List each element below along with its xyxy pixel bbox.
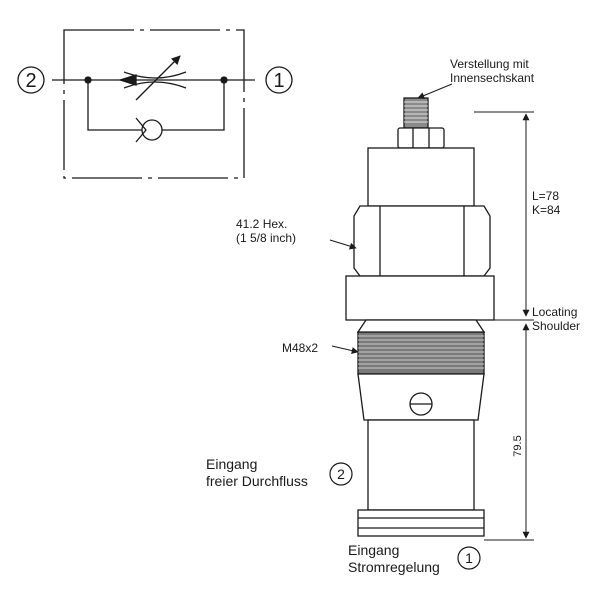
hex-nut bbox=[353, 205, 491, 277]
check-valve-ball bbox=[141, 119, 163, 141]
cartridge-body bbox=[345, 97, 495, 537]
throttle-symbol bbox=[123, 71, 187, 89]
inlet2-port-label: 2 bbox=[337, 466, 345, 482]
schematic-dashed-frame bbox=[63, 29, 245, 179]
hex-size-label-line1: 41.2 Hex. bbox=[236, 217, 287, 231]
adjustable-arrow bbox=[135, 55, 181, 101]
inlet1-label-line2: Stromregelung bbox=[348, 559, 440, 575]
hydraulic-schematic bbox=[52, 29, 255, 179]
adjustment-label-line2: Innensechskant bbox=[450, 71, 535, 85]
cap bbox=[367, 147, 475, 207]
thread-label: M48x2 bbox=[282, 341, 318, 355]
leader-thread bbox=[331, 345, 359, 354]
inlet2-label-line1: Eingang bbox=[206, 456, 257, 472]
screw-knurl bbox=[404, 101, 428, 123]
inlet1-port-label: 1 bbox=[465, 550, 473, 566]
flow-direction-arrow bbox=[117, 74, 137, 86]
port-right-marker: 1 bbox=[265, 66, 293, 94]
inlet1-port-marker: 1 bbox=[457, 546, 481, 570]
leader-hex bbox=[329, 239, 357, 250]
hex-size-label-line2: (1 5/8 inch) bbox=[236, 231, 296, 245]
check-valve-seat bbox=[135, 117, 147, 143]
oring-groove bbox=[357, 509, 485, 537]
inlet1-label-line1: Eingang bbox=[348, 542, 399, 558]
port-right-label: 1 bbox=[273, 70, 284, 92]
leader-lines bbox=[329, 83, 453, 354]
adjustment-label-line1: Verstellung mit bbox=[450, 57, 529, 71]
length-L-label: L=78 bbox=[532, 189, 559, 203]
port-left-label: 2 bbox=[25, 70, 36, 92]
locating-shoulder-band bbox=[345, 275, 495, 321]
adjustment-screw bbox=[403, 97, 429, 129]
locating-shoulder-label-line1: Locating bbox=[532, 305, 577, 319]
dimension-lines bbox=[474, 111, 534, 541]
inlet2-port-marker: 2 bbox=[329, 462, 353, 486]
lower-sleeve bbox=[367, 419, 475, 511]
inlet2-label-line2: freier Durchfluss bbox=[206, 473, 308, 489]
thread-neck bbox=[356, 319, 486, 333]
lower-length-label: 79.5 bbox=[512, 435, 524, 456]
lock-nut bbox=[397, 127, 445, 149]
locating-shoulder-label-line2: Shoulder bbox=[532, 319, 580, 333]
length-K-label: K=84 bbox=[532, 203, 561, 217]
leader-adjustment bbox=[417, 83, 453, 99]
thread-lines bbox=[358, 335, 484, 369]
port-left-marker: 2 bbox=[17, 66, 45, 94]
